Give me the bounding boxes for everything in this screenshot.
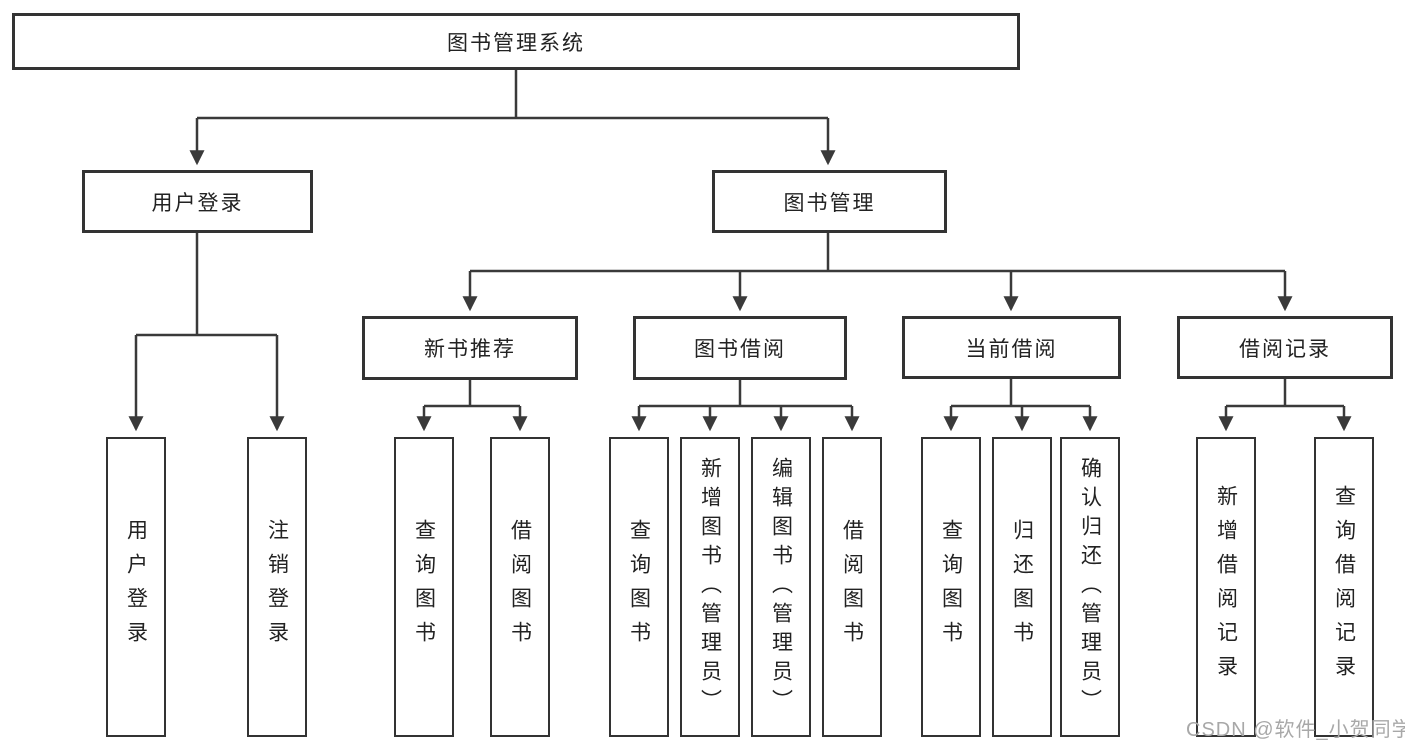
node-cb-confirm-return-admin: 确认归还（管理员） bbox=[1060, 437, 1120, 737]
node-br-query-record: 查询借阅记录 bbox=[1314, 437, 1374, 737]
node-nb-query-books: 查询图书 bbox=[394, 437, 454, 737]
node-bb-borrow-books: 借阅图书 bbox=[822, 437, 882, 737]
node-root: 图书管理系统 bbox=[12, 13, 1020, 70]
node-cb-query-books: 查询图书 bbox=[921, 437, 981, 737]
node-borrow-records: 借阅记录 bbox=[1177, 316, 1393, 379]
node-book-borrow: 图书借阅 bbox=[633, 316, 847, 380]
node-bb-query-books: 查询图书 bbox=[609, 437, 669, 737]
node-bb-add-books-admin: 新增图书（管理员） bbox=[680, 437, 740, 737]
node-user-login: 用户登录 bbox=[82, 170, 313, 233]
watermark-text: CSDN @软件_小贺同学 bbox=[1186, 719, 1405, 741]
node-nb-borrow-books: 借阅图书 bbox=[490, 437, 550, 737]
node-current-borrow: 当前借阅 bbox=[902, 316, 1121, 379]
node-new-book-recommend: 新书推荐 bbox=[362, 316, 578, 380]
node-br-add-record: 新增借阅记录 bbox=[1196, 437, 1256, 737]
node-user-login-action: 用户登录 bbox=[106, 437, 166, 737]
node-book-management: 图书管理 bbox=[712, 170, 947, 233]
node-cb-return-books: 归还图书 bbox=[992, 437, 1052, 737]
node-bb-edit-books-admin: 编辑图书（管理员） bbox=[751, 437, 811, 737]
node-logout-action: 注销登录 bbox=[247, 437, 307, 737]
